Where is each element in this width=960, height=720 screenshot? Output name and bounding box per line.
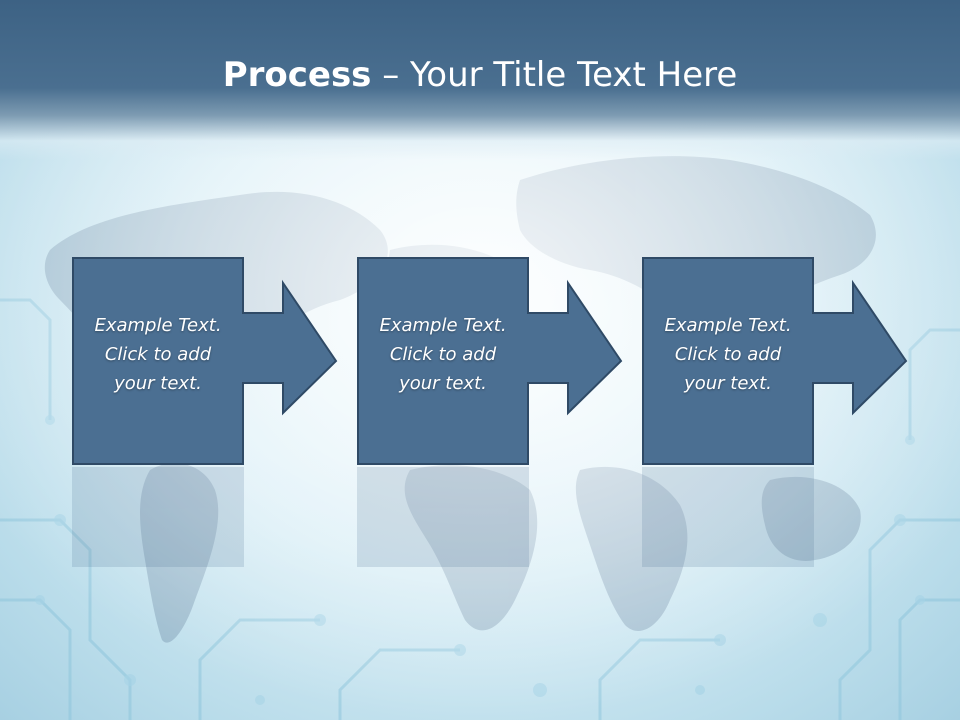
step-text-line: Example Text. [664,315,792,336]
arrow-shape [642,257,908,465]
step-text-line: Click to add [104,344,212,365]
process-step-3[interactable]: Example Text. Click to add your text. [642,257,910,467]
step-text-line: your text. [399,373,487,394]
step-text-line: Example Text. [379,315,507,336]
slide-title-rest: – Your Title Text Here [371,55,738,95]
slide-title-bold: Process [222,55,372,95]
step-text-line: Click to add [389,344,497,365]
arrow-shape [72,257,338,465]
step-text-line: your text. [114,373,202,394]
process-reflection [72,467,814,567]
arrow-shape [357,257,623,465]
title-bar [0,0,960,160]
slide-title[interactable]: Process – Your Title Text Here [0,52,960,98]
step-text-line: Click to add [674,344,782,365]
process-step-2[interactable]: Example Text. Click to add your text. [357,257,625,467]
step-text-box[interactable]: Example Text. Click to add your text. [361,311,525,398]
step-text-box[interactable]: Example Text. Click to add your text. [76,311,240,398]
step-text-line: your text. [684,373,772,394]
process-step-1[interactable]: Example Text. Click to add your text. [72,257,340,467]
step-text-box[interactable]: Example Text. Click to add your text. [646,311,810,398]
step-text-line: Example Text. [94,315,222,336]
